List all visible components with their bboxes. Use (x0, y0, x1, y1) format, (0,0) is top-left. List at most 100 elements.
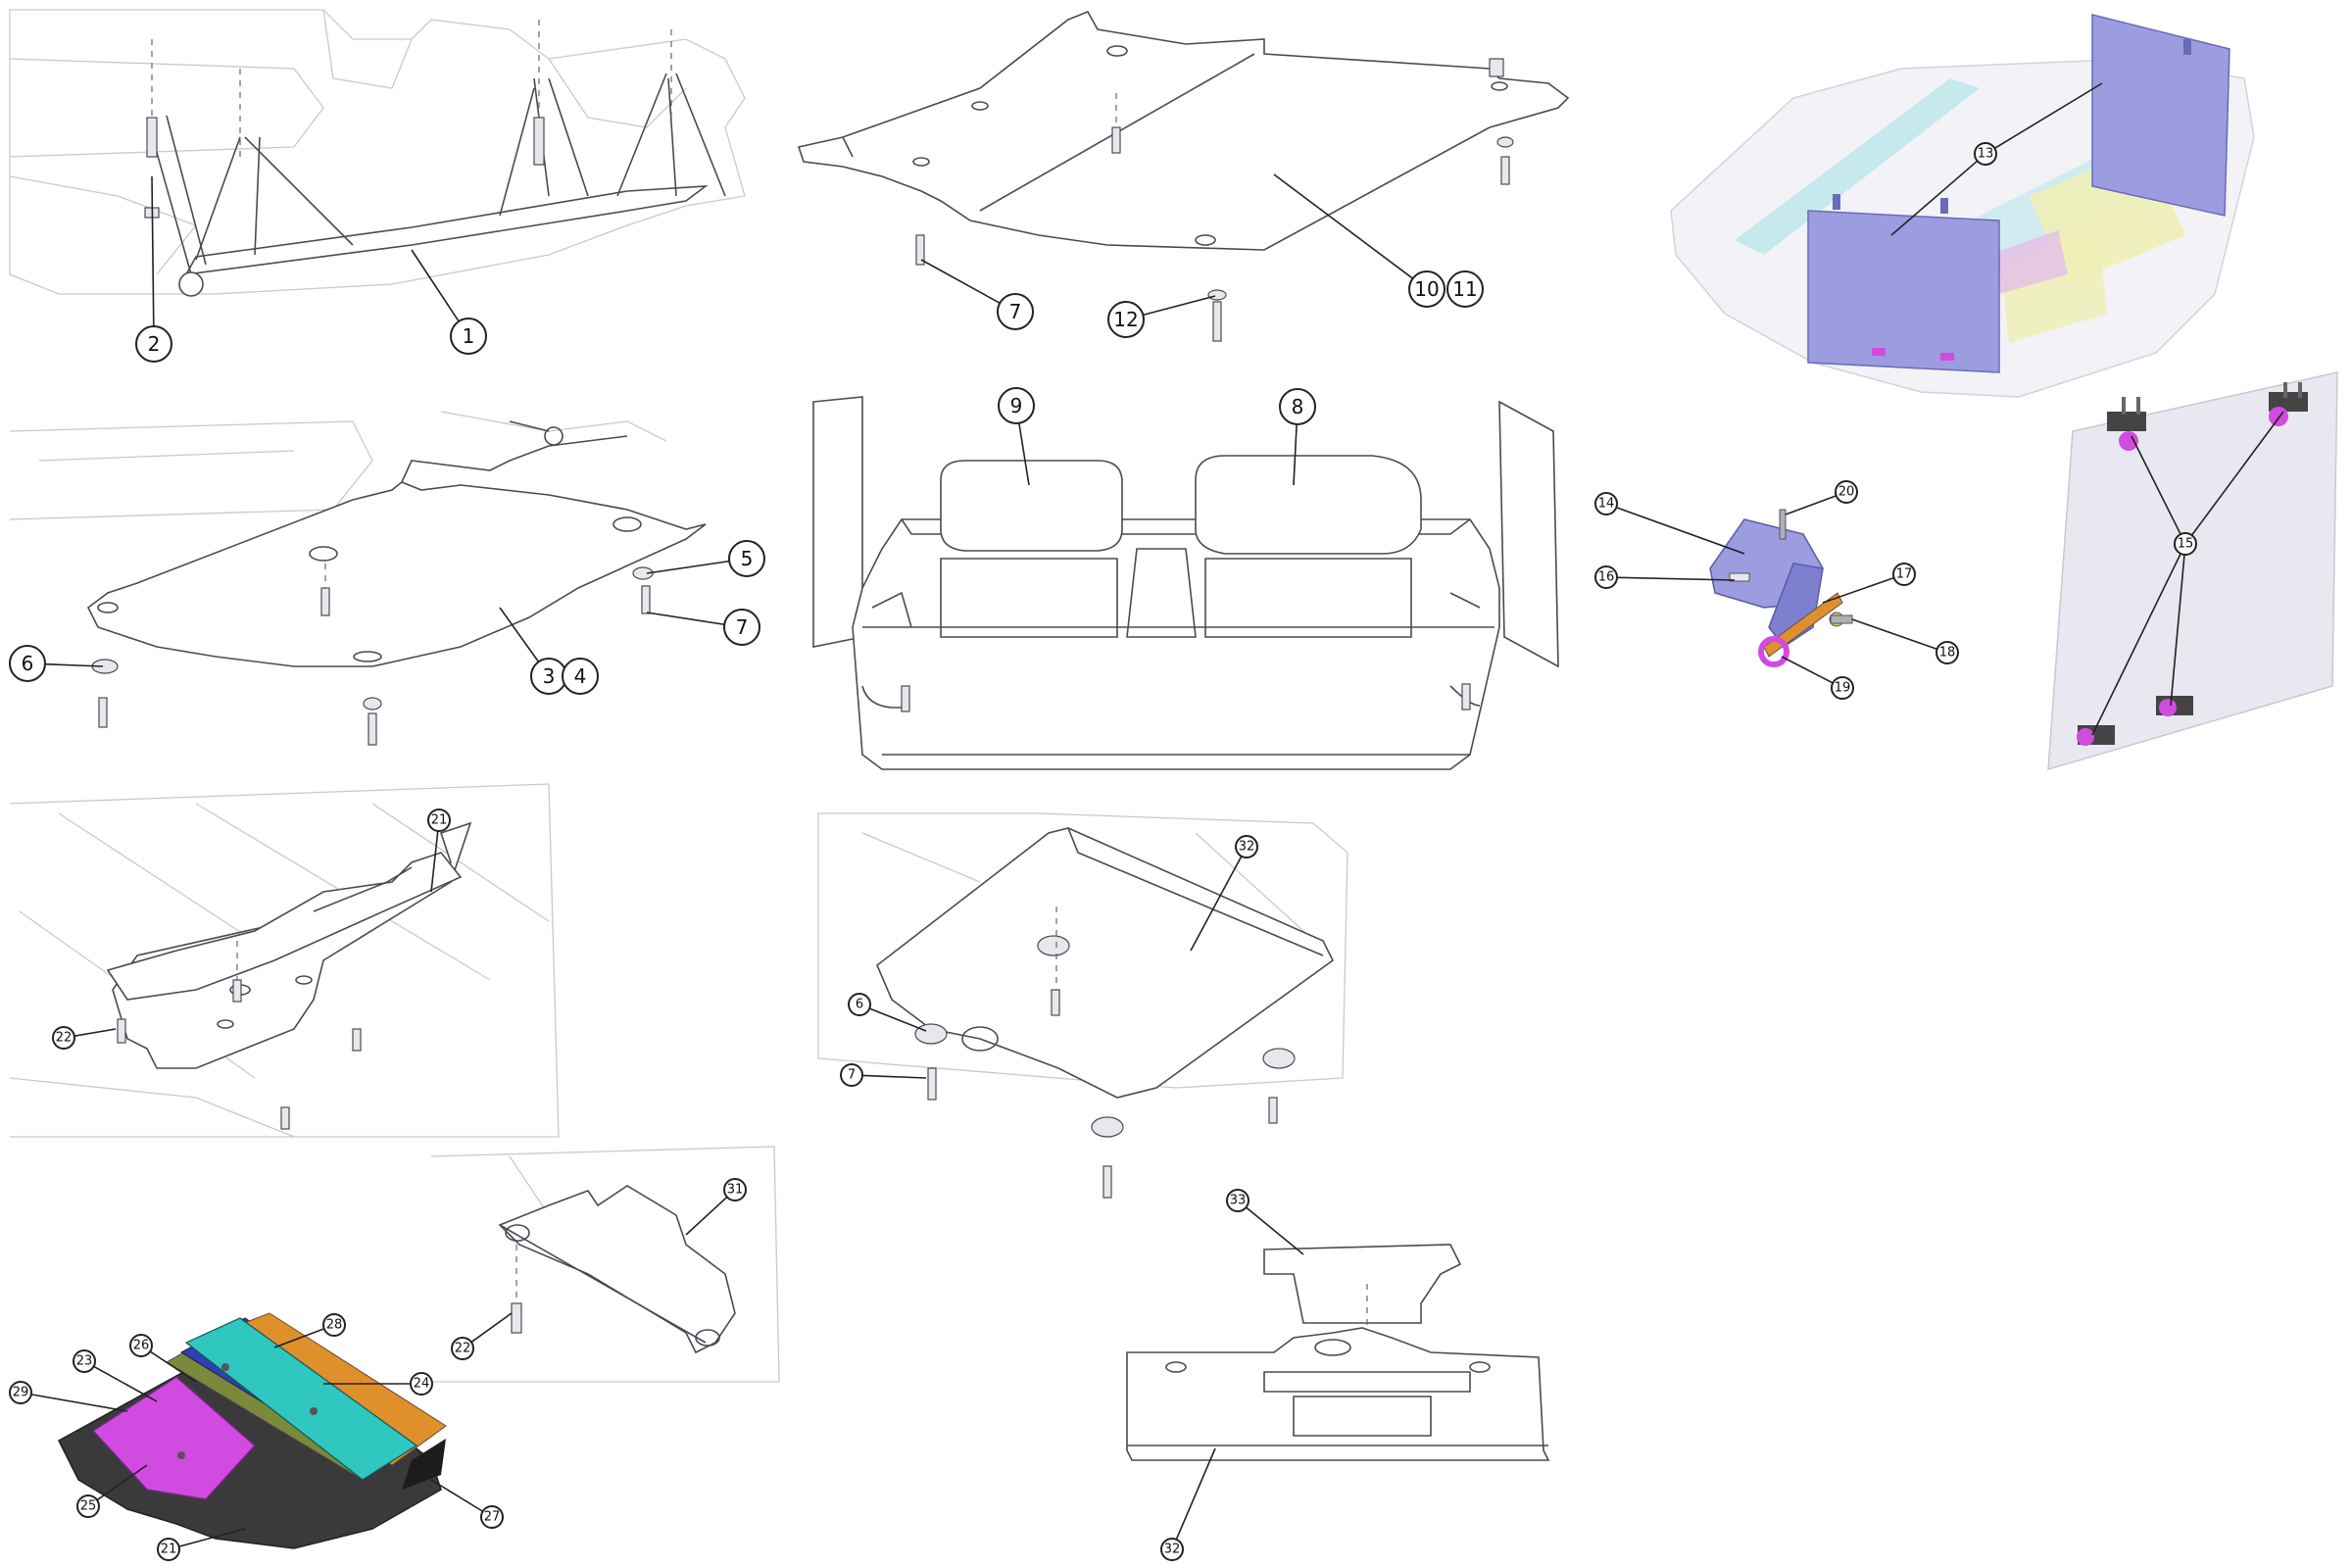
callout-leader-9 (1018, 422, 1030, 486)
callout-label-4: 4 (574, 664, 587, 688)
callout-circle-15 (2174, 532, 2197, 556)
callout-leader-6 (868, 1007, 927, 1032)
callout-circle-22 (52, 1026, 75, 1050)
callout-label-23: 23 (76, 1354, 93, 1369)
callout-leader-3 (499, 607, 540, 662)
callout-leader-15 (2091, 553, 2181, 736)
callout-leader-1 (411, 249, 460, 322)
callout-label-15: 15 (2178, 537, 2194, 552)
callout-label-1: 1 (463, 324, 475, 348)
callout-label-13: 13 (1978, 147, 1994, 162)
callout-leader-25 (96, 1464, 148, 1501)
assembly-underbody-plate (9, 411, 707, 746)
assembly-bracket-detail (1709, 509, 1853, 667)
callout-leader-28 (273, 1328, 324, 1348)
callout-leader-16 (1616, 576, 1736, 581)
assembly-colored-skid (58, 1312, 447, 1549)
callout-label-29: 29 (13, 1386, 29, 1400)
callout-circle-1 (450, 318, 487, 355)
assembly-frame-supports (9, 9, 746, 297)
callout-label-18: 18 (1939, 646, 1956, 661)
callout-leader-20 (1785, 495, 1837, 515)
callout-circle-23 (73, 1349, 96, 1373)
callout-circle-16 (1594, 565, 1618, 589)
assembly-skid-plate-21 (9, 783, 560, 1138)
callout-leader-19 (1781, 656, 1834, 684)
callout-circle-8 (1279, 388, 1316, 425)
callout-circle-13 (1974, 142, 1997, 166)
callout-label-21: 21 (161, 1543, 177, 1557)
callout-label-16: 16 (1598, 570, 1615, 585)
callout-leader-33 (1245, 1206, 1304, 1255)
callout-leader-15 (2131, 435, 2181, 535)
callout-leader-32 (1175, 1447, 1216, 1541)
callout-label-19: 19 (1835, 681, 1851, 696)
callout-leader-15 (2170, 554, 2185, 707)
callout-circle-22 (451, 1337, 474, 1360)
callout-label-8: 8 (1292, 395, 1304, 418)
callout-leader-12 (1143, 295, 1216, 317)
callout-circle-7 (997, 293, 1034, 330)
callout-circle-6 (9, 645, 46, 682)
callout-label-32: 32 (1164, 1543, 1181, 1557)
callout-leader-13 (1890, 160, 1979, 236)
assembly-storage-tub (812, 396, 1559, 770)
callout-label-20: 20 (1838, 485, 1855, 500)
callout-label-26: 26 (133, 1339, 150, 1353)
callout-label-6: 6 (22, 652, 34, 675)
callout-leader-7 (920, 259, 1001, 305)
callout-circle-32 (1160, 1538, 1184, 1561)
callout-label-2: 2 (148, 332, 161, 356)
callout-label-32: 32 (1239, 840, 1255, 855)
callout-label-10: 10 (1414, 277, 1439, 301)
callout-leader-15 (2190, 411, 2284, 536)
callout-circle-21 (427, 808, 451, 832)
callout-leader-27 (430, 1479, 484, 1512)
callout-label-25: 25 (80, 1499, 97, 1514)
callout-circle-12 (1107, 301, 1145, 338)
callout-circle-21 (157, 1538, 180, 1561)
callout-leader-8 (1293, 423, 1298, 486)
callout-leader-7 (646, 612, 725, 626)
callout-circle-33 (1226, 1189, 1250, 1212)
callout-circle-5 (728, 540, 765, 577)
callout-label-5: 5 (741, 547, 754, 570)
callout-leader-7 (861, 1074, 927, 1079)
callout-leader-22 (74, 1028, 117, 1037)
callout-leader-22 (470, 1312, 513, 1344)
callout-label-17: 17 (1896, 567, 1913, 582)
callout-circle-11 (1446, 270, 1484, 308)
callout-circle-7 (723, 609, 760, 646)
callout-leader-17 (1822, 576, 1894, 604)
callout-circle-19 (1831, 676, 1854, 700)
callout-label-12: 12 (1113, 308, 1138, 331)
callout-leader-21 (430, 830, 439, 893)
callout-circle-7 (840, 1063, 863, 1087)
callout-leader-10 (1273, 173, 1414, 279)
callout-leader-23 (93, 1365, 158, 1402)
callout-leader-31 (685, 1196, 728, 1236)
assembly-bracket-31 (430, 1146, 780, 1383)
callout-circle-25 (76, 1494, 100, 1518)
callout-label-7: 7 (736, 615, 749, 639)
callout-label-31: 31 (727, 1183, 744, 1198)
assembly-plate-32-33 (1126, 1244, 1550, 1461)
callout-label-7: 7 (848, 1068, 856, 1083)
callout-label-21: 21 (431, 813, 448, 828)
assembly-side-panel (2047, 371, 2338, 771)
callout-circle-2 (135, 325, 172, 363)
callout-circle-4 (562, 658, 599, 695)
callout-leader-5 (646, 560, 730, 574)
callout-circle-27 (480, 1505, 504, 1529)
callout-label-7: 7 (1009, 300, 1022, 323)
callout-circle-24 (410, 1372, 433, 1396)
callout-label-6: 6 (856, 998, 863, 1012)
callout-label-22: 22 (56, 1031, 73, 1046)
callout-leader-2 (151, 175, 155, 327)
callout-label-14: 14 (1598, 497, 1615, 512)
callout-label-27: 27 (484, 1510, 501, 1525)
callout-label-22: 22 (455, 1342, 471, 1356)
callout-leader-21 (178, 1528, 246, 1547)
